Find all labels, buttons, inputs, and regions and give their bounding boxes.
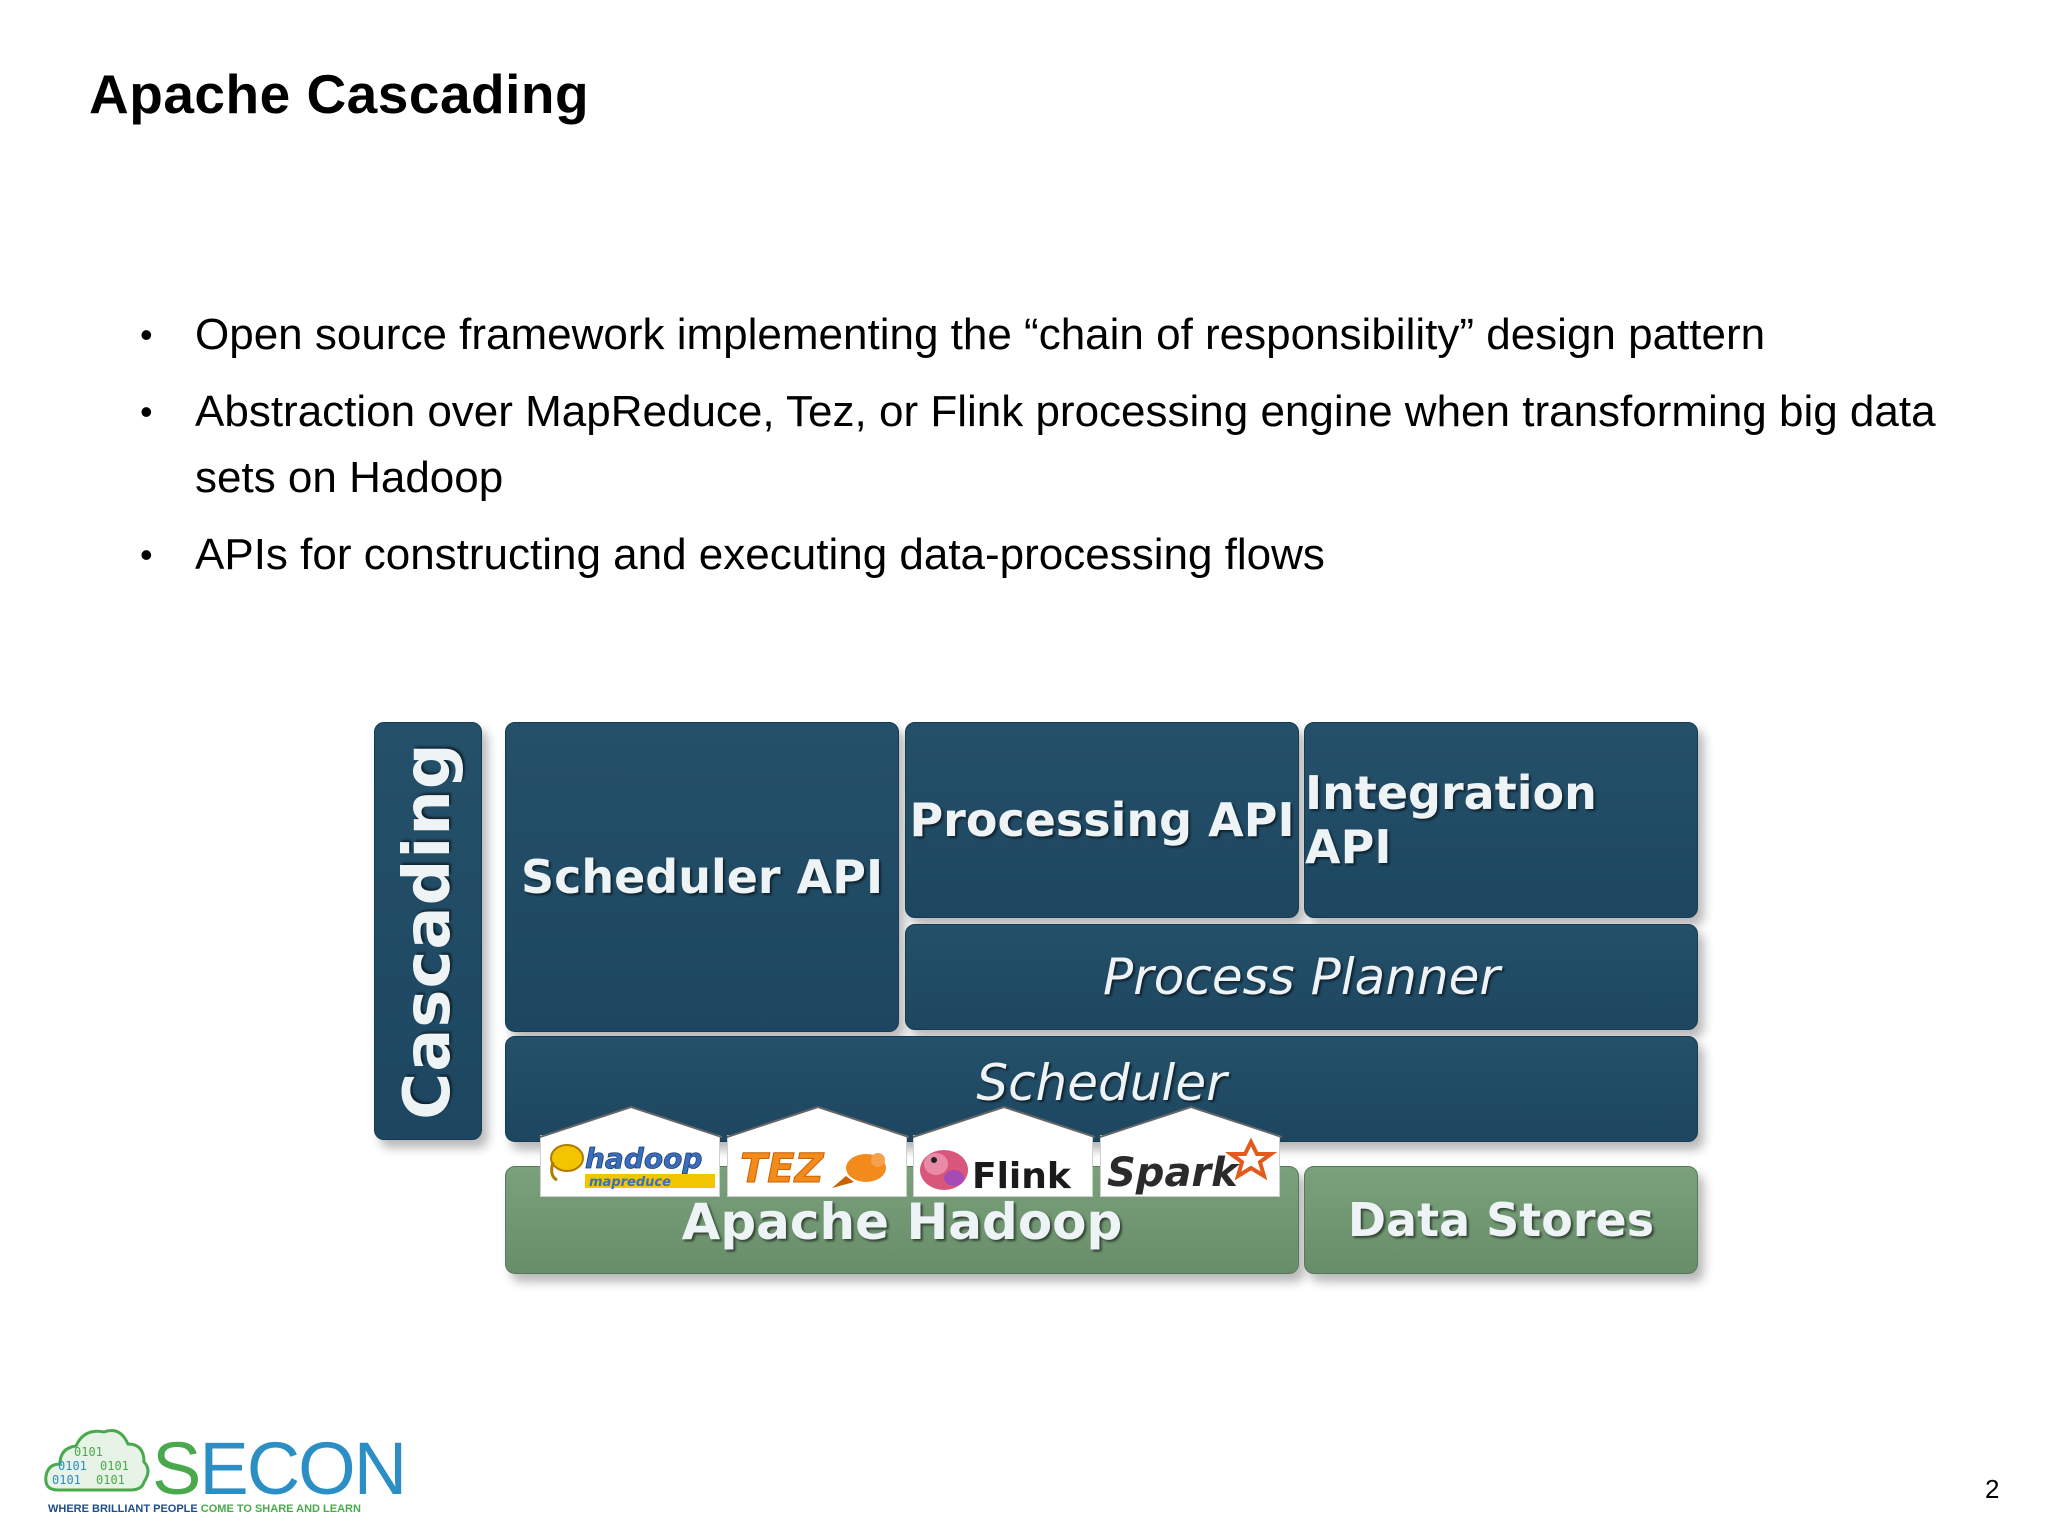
spark-star-icon: Spark [1107, 1137, 1278, 1196]
scheduler-label: Scheduler [976, 1054, 1227, 1112]
tez-logo-text: TEZ [740, 1146, 825, 1192]
flink-logo-text: Flink [972, 1156, 1072, 1197]
bullet-text: Abstraction over MapReduce, Tez, or Flin… [195, 387, 1936, 502]
binary-row: 0101 [58, 1459, 87, 1473]
binary-row: 0101 [52, 1473, 81, 1487]
cascading-architecture-diagram: Cascading Scheduler API Processing API I… [360, 700, 1730, 1320]
slide-title: Apache Cascading [89, 63, 590, 125]
roof-icon [1100, 1106, 1282, 1138]
binary-row: 0101 [96, 1473, 125, 1487]
tagline-part2: COME TO SHARE AND LEARN [200, 1503, 361, 1515]
secon-wordmark: SECON [152, 1426, 407, 1511]
data-stores-block: Data Stores [1304, 1166, 1698, 1274]
bullet-text: Open source framework implementing the “… [195, 310, 1766, 359]
processing-api-block: Processing API [905, 722, 1299, 918]
spark-logo: Spark [1100, 1106, 1282, 1197]
scheduler-api-label: Scheduler API [520, 850, 884, 904]
hadoop-elephant-icon: hadoop mapreduce [550, 1142, 715, 1190]
secon-logo: 0101 0101 0101 0101 0101 SECON WHERE BRI… [44, 1420, 444, 1520]
binary-row: 0101 [74, 1445, 103, 1459]
cascading-block: Cascading [374, 722, 482, 1140]
process-planner-label: Process Planner [1103, 948, 1500, 1006]
roof-icon [913, 1106, 1095, 1138]
flink-squirrel-icon: Flink [920, 1150, 1072, 1197]
secon-tagline: WHERE BRILLIANT PEOPLE COME TO SHARE AND… [48, 1503, 361, 1515]
flink-logo: Flink [913, 1106, 1095, 1197]
bullet-item: • Open source framework implementing the… [140, 302, 1980, 368]
bullet-text: APIs for constructing and executing data… [195, 530, 1325, 579]
hadoop-mapreduce-logo: hadoop mapreduce [540, 1106, 722, 1197]
cloud-icon: 0101 0101 0101 0101 0101 [44, 1429, 150, 1492]
integration-api-block: Integration API [1304, 722, 1698, 918]
secon-s-letter: S [152, 1427, 201, 1510]
spark-logo-text: Spark [1107, 1150, 1240, 1196]
bullet-dot-icon: • [140, 534, 153, 575]
integration-api-label: Integration API [1305, 766, 1597, 874]
bullet-dot-icon: • [140, 391, 153, 432]
bullet-dot-icon: • [140, 314, 153, 355]
binary-row: 0101 [100, 1459, 129, 1473]
data-stores-label: Data Stores [1347, 1193, 1655, 1247]
bullet-list: • Open source framework implementing the… [140, 302, 1980, 599]
apache-hadoop-label: Apache Hadoop [681, 1193, 1123, 1251]
roof-icon [727, 1106, 909, 1138]
page-number: 2 [1985, 1474, 2000, 1504]
bullet-item: • Abstraction over MapReduce, Tez, or Fl… [140, 379, 1980, 511]
hadoop-logo-text: hadoop [585, 1142, 702, 1175]
hadoop-sub-text: mapreduce [589, 1175, 671, 1190]
tagline-part1: WHERE BRILLIANT PEOPLE [48, 1503, 201, 1515]
scheduler-api-block: Scheduler API [505, 722, 899, 1032]
process-planner-block: Process Planner [905, 924, 1698, 1030]
cascading-label: Cascading [391, 742, 465, 1120]
processing-api-label: Processing API [909, 793, 1295, 847]
roof-icon [540, 1106, 722, 1138]
tez-logo: TEZ [727, 1106, 909, 1197]
secon-econ-letters: ECON [199, 1427, 407, 1510]
tez-hummingbird-icon: TEZ [740, 1146, 886, 1193]
scheduler-block: Scheduler [505, 1036, 1698, 1142]
bullet-item: • APIs for constructing and executing da… [140, 522, 1980, 588]
